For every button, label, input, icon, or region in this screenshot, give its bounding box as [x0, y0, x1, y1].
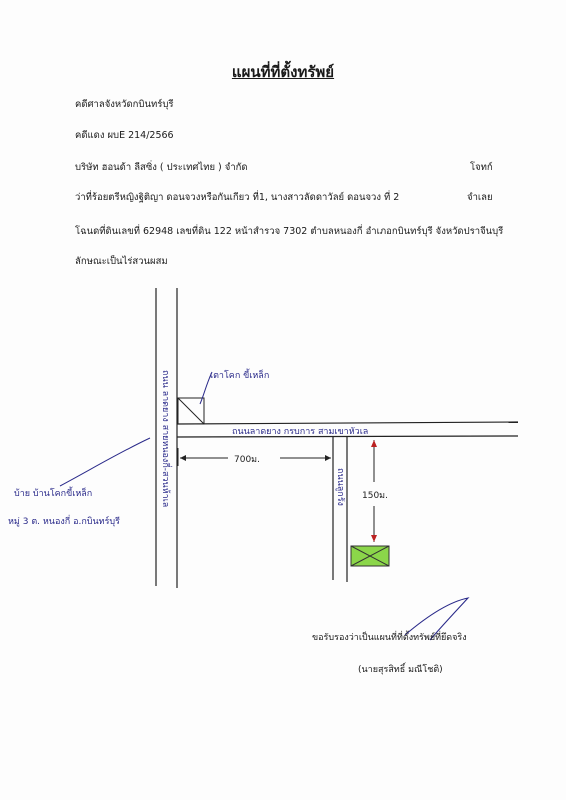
- dim-v-arrow-top: [371, 440, 377, 447]
- kiln-label: เตาโคก ขี้เหล็ก: [210, 368, 269, 381]
- horizontal-road-bottom-edge: [176, 435, 519, 438]
- vertical-road-label: ถนน ลาดยาง สายหนองกี่-สวนห้าเล: [160, 370, 173, 507]
- horizontal-road-top-edge: [176, 421, 519, 425]
- land-type-line: ลักษณะเป็นไร่สวนผสม: [75, 256, 168, 267]
- signature-mark: [404, 597, 470, 641]
- case-number-line: คดีแดง ผบE 214/2566: [75, 130, 174, 141]
- defendant-line: ว่าที่ร้อยตรีหญิงฐิติญา ดอนจวงหรือกันเกี…: [75, 192, 400, 203]
- defendant-role: จำเลย: [467, 192, 493, 203]
- side-lane-label: ถนนลูกรัง: [335, 468, 345, 506]
- dim-v-arrow-bottom: [371, 535, 377, 542]
- plaintiff-role: โจทก์: [470, 162, 493, 173]
- village-pointer: [59, 437, 151, 487]
- certification-text: ขอรับรองว่าเป็นแผนที่ที่ตั้งทรัพย์ที่ยึด…: [312, 633, 467, 643]
- kiln-landmark: [177, 397, 205, 425]
- distance-horizontal: 700ม.: [234, 455, 260, 465]
- plaintiff-line: บริษัท ฮอนด้า ลีสซิ่ง ( ประเทศไทย ) จำกั…: [75, 162, 248, 173]
- horizontal-road-label: ถนนลาดยาง กรบการ สามเขาหัวเล: [232, 427, 368, 437]
- distance-vertical: 150ม.: [362, 491, 388, 501]
- kiln-pointer: [199, 371, 213, 405]
- kiln-diagonal: [177, 397, 205, 425]
- deed-line: โฉนดที่ดินเลขที่ 62948 เลขที่ดิน 122 หน้…: [75, 226, 504, 237]
- village-label-2: หมู่ 3 ต. หนองกี่ อ.กบินทร์บุรี: [8, 514, 120, 527]
- signer-name: (นายสุรสิทธิ์ มณีโชติ): [358, 665, 443, 675]
- village-label-1: บ้าย บ้านโคกขี้เหล็ก: [14, 486, 92, 499]
- dim-h-arrow-right: [325, 455, 331, 461]
- property-cross-2: [350, 545, 390, 567]
- page-title: แผนที่ที่ตั้งทรัพย์: [231, 63, 335, 81]
- dim-h-arrow-left: [180, 455, 186, 461]
- court-line: คดีศาลจังหวัดกบินทร์บุรี: [75, 99, 174, 110]
